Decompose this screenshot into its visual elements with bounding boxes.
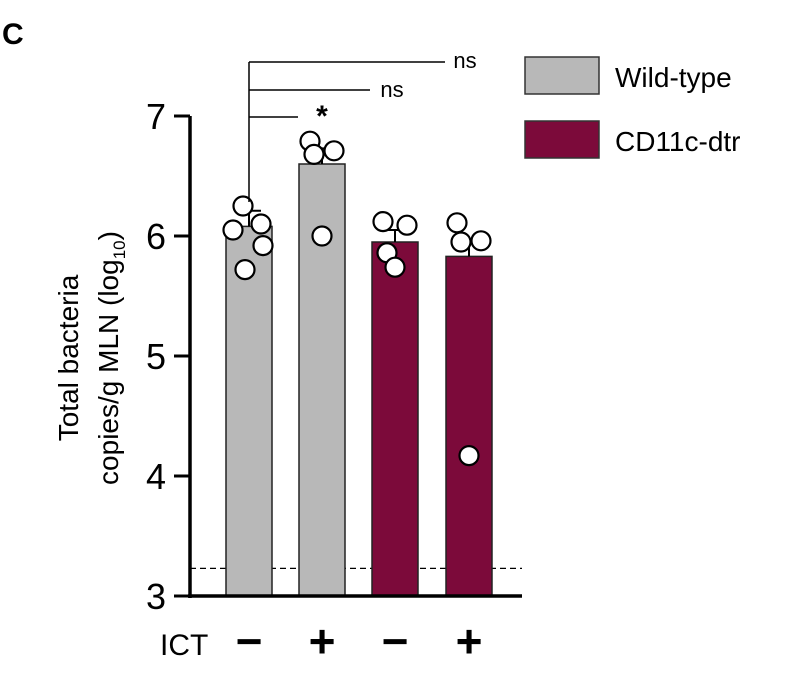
ict-sign-0: − [236,615,263,667]
data-point-3-1 [470,230,492,252]
ict-sign-2: − [382,615,409,667]
y-axis-title-line2-sub: 10 [110,240,129,259]
data-point-3-3 [458,445,480,467]
y-axis-title: Total bacteria [53,274,84,441]
panel-label: C [2,18,24,51]
ict-sign-1: + [309,615,336,667]
ict-row-label: ICT [160,629,208,662]
data-point-2-0 [372,211,394,233]
sig-label-2: ns [453,48,476,73]
y-axis-title-line2-end: ) [93,231,124,240]
legend-swatch-cd11c-dtr [524,120,600,159]
data-point-0-0 [232,195,254,217]
ict-sign-3: + [456,615,483,667]
data-point-2-1 [396,214,418,236]
y-axis-title-line2: copies/g MLN (log10) [93,231,129,485]
sig-label-0: * [316,100,328,133]
bar-2 [371,241,419,597]
legend-label-cd11c-dtr: CD11c-dtr [615,126,741,157]
data-point-3-0 [446,212,468,234]
y-tick-label-4: 4 [146,456,166,497]
y-tick-label-5: 5 [146,336,166,377]
data-point-0-4 [234,259,256,281]
data-point-0-2 [222,219,244,241]
data-point-2-3 [384,256,406,278]
legend-label-wild-type: Wild-type [615,62,732,93]
data-point-0-1 [250,213,272,235]
data-point-3-2 [450,231,472,253]
y-tick-label-3: 3 [146,576,166,617]
data-point-0-3 [252,235,274,257]
data-point-1-1 [323,140,345,162]
y-tick-label-7: 7 [146,96,166,137]
legend: Wild-type CD11c-dtr [524,56,741,159]
y-axis-title-line2-main: copies/g MLN (log [93,259,124,485]
bar-0 [225,225,273,597]
y-axis-title-line1: Total bacteria [53,274,84,441]
sig-label-1: ns [380,77,403,102]
legend-swatch-wild-type [524,56,600,95]
data-point-1-2 [303,143,325,165]
data-point-1-3 [311,225,333,247]
bar-3 [445,255,493,597]
y-tick-label-6: 6 [146,216,166,257]
